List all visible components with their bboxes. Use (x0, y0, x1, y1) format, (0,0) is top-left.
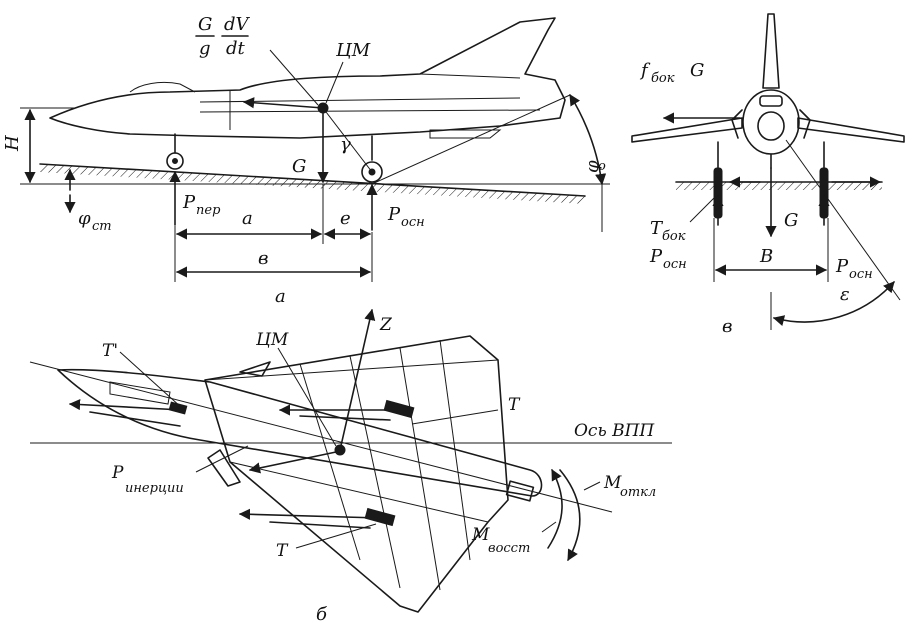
label-m-otkl-sub: откл (620, 485, 656, 500)
epsilon-line (785, 139, 901, 301)
panel-a-side-view: G g dV dt ЦМ H γ G φ о φ ст P пер a e P … (2, 14, 610, 307)
leader-t-prime (119, 351, 183, 409)
label-p-inertia-sub: инерции (125, 481, 184, 496)
epsilon-arc (772, 281, 895, 326)
label-phi-st: φ (78, 208, 91, 229)
inertia-arrow-a (242, 97, 324, 109)
inertia-arrow-b (248, 451, 337, 474)
leader-inertia-b (195, 445, 249, 473)
panel-label-a: а (275, 286, 286, 307)
label-t-prime: T' (102, 341, 118, 361)
leader-cm-b (277, 347, 337, 447)
label-p-osn-a-sub: осн (401, 215, 425, 230)
m-otkl-arc (547, 469, 563, 549)
label-dt: dt (226, 38, 246, 59)
label-gamma: γ (340, 134, 351, 155)
label-dv: dV (224, 14, 251, 35)
label-p-osn-left-sub: осн (663, 257, 687, 272)
label-f: f (639, 60, 651, 81)
label-dim-a: a (242, 208, 253, 229)
label-t-lower: T (276, 541, 289, 561)
label-t-upper: T (508, 395, 521, 415)
leader-m-vosst (541, 521, 557, 533)
label-p-inertia: P (111, 463, 124, 483)
label-weight-a: G (292, 156, 306, 177)
label-dim-e: e (340, 208, 351, 229)
label-m-vosst-sub: восст (488, 541, 530, 556)
ground-line-v (675, 181, 883, 190)
m-vosst-arc (559, 469, 581, 561)
leader-t-upper (411, 409, 499, 425)
label-g-frac-num: G (198, 14, 212, 35)
label-cm-b: ЦМ (255, 330, 289, 350)
label-m-otkl: M (603, 473, 622, 493)
gamma-line (322, 107, 373, 173)
delta-wing-jet-top-view-icon (57, 335, 543, 613)
label-t-bok: T (650, 218, 664, 239)
label-runway-axis: Ось ВПП (574, 421, 655, 441)
label-t-bok-sub: бок (662, 229, 686, 244)
label-z: Z (379, 315, 393, 335)
label-g-frac-den: g (199, 38, 211, 59)
panel-label-v: в (722, 316, 732, 337)
label-m-vosst: M (471, 525, 490, 545)
phi-o-arc (569, 94, 607, 186)
label-cm-a: ЦМ (335, 40, 371, 61)
t-lower-arrow (238, 508, 381, 520)
label-p-per: P (182, 192, 196, 213)
label-p-osn-right: P (835, 256, 849, 277)
leader-cm-a (325, 61, 344, 104)
label-p-osn-left: P (649, 246, 663, 267)
leader-t-bok (689, 197, 715, 223)
aircraft-axis-line (29, 361, 613, 513)
label-p-osn-right-sub: осн (849, 267, 873, 282)
label-track-b: B (759, 246, 773, 267)
leader-t-lower (295, 523, 377, 549)
label-dim-b: в (258, 248, 268, 269)
label-epsilon: ε (840, 284, 850, 305)
label-phi-st-sub: ст (92, 219, 112, 234)
panel-label-b: б (316, 604, 328, 625)
leader-m-otkl (583, 481, 601, 491)
label-weight-v: G (784, 210, 798, 231)
panel-b-top-view: Z ЦМ T' T Ось ВПП P инерции M откл M вос… (29, 308, 672, 625)
label-phi-o-sub: о (598, 159, 606, 174)
phi-o-line (371, 94, 571, 185)
label-h: H (2, 135, 23, 152)
delta-wing-jet-side-view-icon (49, 17, 566, 183)
t-prime-arrow (68, 398, 183, 411)
label-phi-o: φ (582, 160, 603, 173)
label-f-g: G (690, 60, 704, 81)
z-force-arrow (339, 308, 376, 451)
label-f-sub: бок (651, 71, 675, 86)
leader-inertia (269, 49, 319, 106)
panel-v-front-view: f бок G T бок P осн G B P осн ε в (631, 13, 905, 337)
label-p-per-sub: пер (196, 203, 221, 218)
label-p-osn-a: P (387, 204, 401, 225)
